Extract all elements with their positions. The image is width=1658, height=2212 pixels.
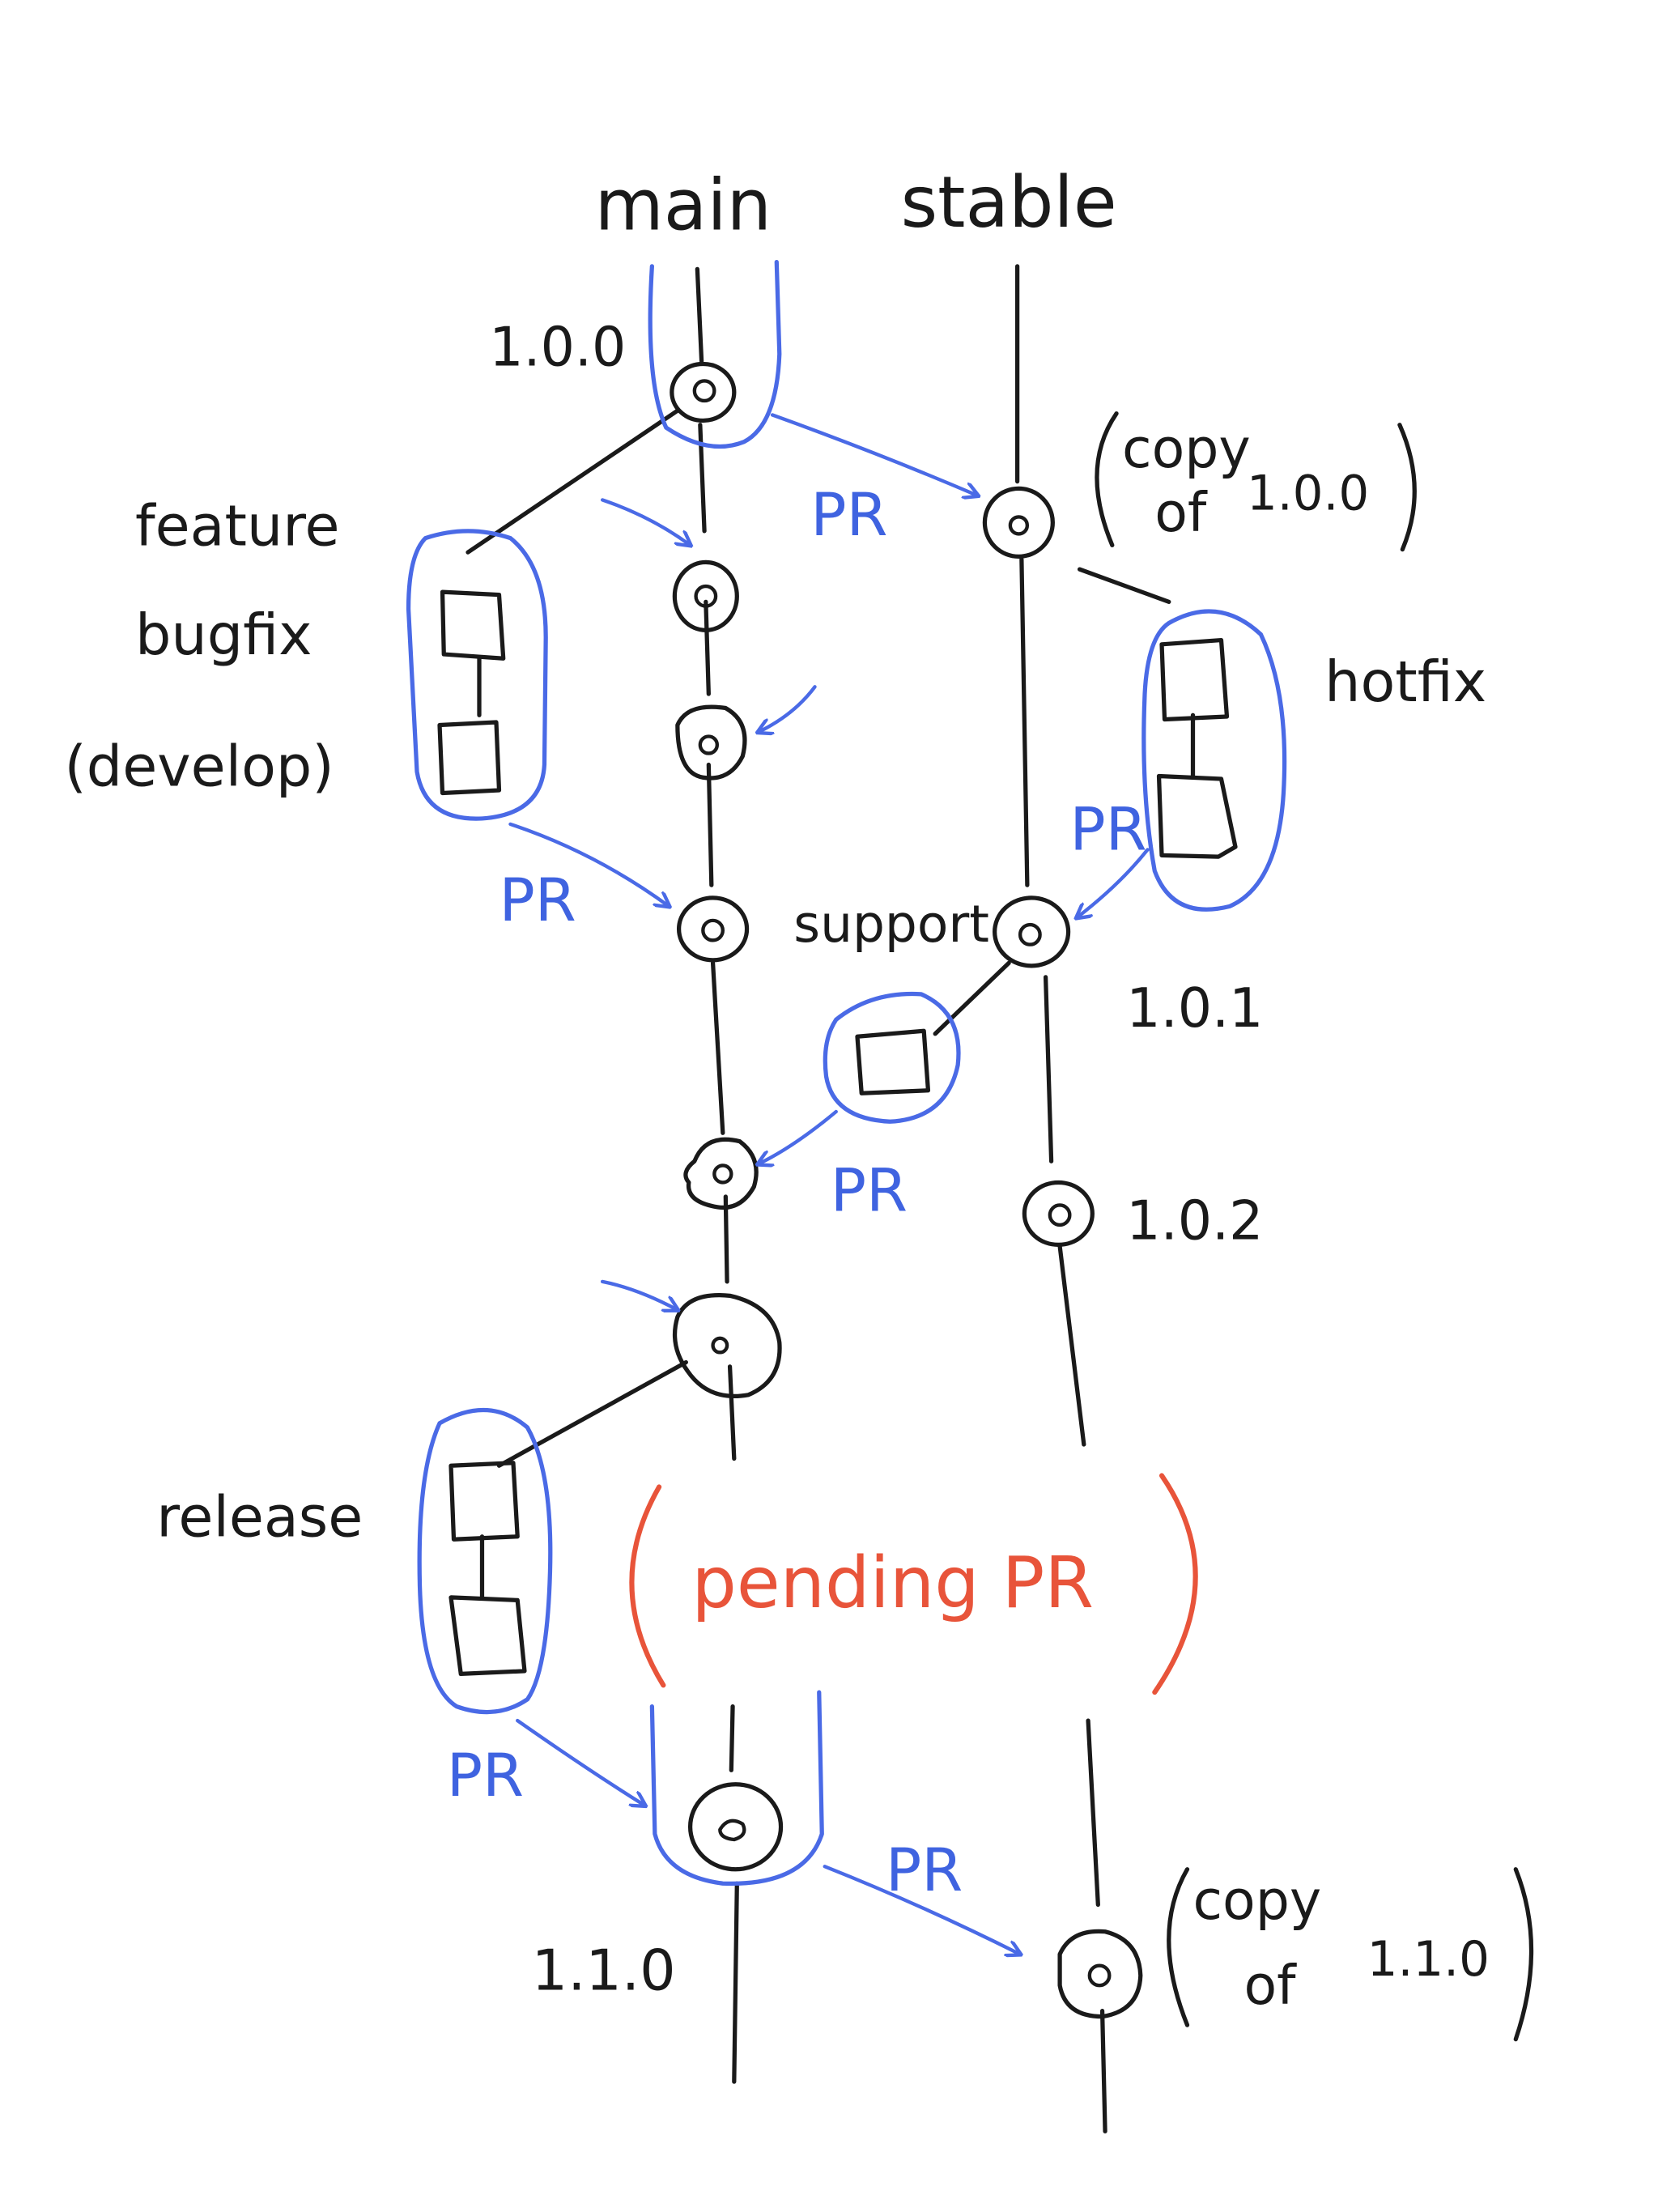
main-1-1-0-highlight	[649, 1690, 824, 1886]
release-commit-1	[449, 1461, 520, 1542]
main-commit-3	[675, 704, 747, 781]
main-commit-support-pr-merge	[683, 1137, 759, 1210]
version-label-1-0-1: 1.0.1	[1126, 976, 1263, 1040]
pending-pr-annotation: pending PR	[629, 1473, 1198, 1695]
pr-label-release: PR	[447, 1742, 524, 1810]
feature-commit-1	[440, 589, 506, 661]
label-support: support	[793, 895, 989, 954]
hotfix-commit-1	[1159, 637, 1230, 722]
label-develop: (develop)	[65, 734, 334, 800]
label-release: release	[156, 1485, 363, 1551]
hotfix-commit-2	[1156, 773, 1238, 859]
copy-of-word-2: of	[1244, 1954, 1297, 2017]
release-branch-circle	[417, 1407, 553, 1715]
branch-title-stable: stable	[901, 161, 1117, 244]
main-commit-2	[672, 559, 739, 632]
release-branch-line	[479, 1359, 688, 1600]
support-commit	[855, 1028, 931, 1095]
copy-word-2: copy	[1193, 1869, 1322, 1932]
annotation-copy-of-1-1-0: copy of 1.1.0	[1167, 1867, 1534, 2042]
stable-commit-copy-1-0-0	[982, 486, 1055, 559]
main-commit-pre-release	[672, 1293, 782, 1399]
support-branch-line	[933, 960, 1011, 1036]
main-commit-1-1-0	[687, 1782, 784, 1872]
pr-label-hotfix: PR	[1069, 795, 1146, 864]
main-branch-line	[695, 266, 739, 2084]
label-bugfix: bugfix	[135, 602, 312, 668]
feature-branch-circle	[406, 529, 548, 821]
copy-of-word-1: of	[1154, 481, 1208, 544]
stable-branch-line	[1014, 264, 1107, 2133]
label-feature: feature	[135, 493, 340, 559]
stable-commit-1-0-1	[993, 895, 1071, 968]
pr-label-stable-1-1-0: PR	[886, 1836, 963, 1905]
feature-commit-2	[437, 720, 502, 796]
feature-branch-line	[466, 408, 680, 717]
version-label-1-0-2: 1.0.2	[1126, 1189, 1263, 1252]
pending-pr-label: pending PR	[691, 1542, 1094, 1624]
label-hotfix: hotfix	[1324, 649, 1486, 715]
release-commit-2	[449, 1595, 527, 1676]
pr-arrows	[508, 413, 1150, 1954]
stable-commit-1-0-2	[1022, 1180, 1095, 1248]
main-1-0-0-highlight	[648, 259, 782, 449]
branch-title-main: main	[595, 164, 772, 246]
main-commit-support-merge	[676, 895, 750, 963]
support-branch-circle	[823, 991, 961, 1124]
copy-version-1-0-0: 1.0.0	[1247, 466, 1369, 522]
pr-label-stable-copy: PR	[810, 481, 887, 550]
main-commit-1-0-0	[670, 361, 737, 423]
hotfix-branch-line	[1077, 567, 1196, 779]
copy-version-1-1-0: 1.1.0	[1367, 1932, 1490, 1988]
version-label-1-1-0: 1.1.0	[532, 1938, 676, 2003]
hotfix-branch-circle	[1141, 609, 1287, 912]
pr-label-feature: PR	[499, 866, 576, 935]
copy-word-1: copy	[1122, 417, 1251, 480]
pr-label-support: PR	[831, 1156, 908, 1225]
annotation-copy-of-1-0-0: copy of 1.0.0	[1095, 411, 1417, 552]
version-label-1-0-0: 1.0.0	[489, 315, 626, 378]
stable-commit-copy-1-1-0	[1057, 1929, 1143, 2019]
